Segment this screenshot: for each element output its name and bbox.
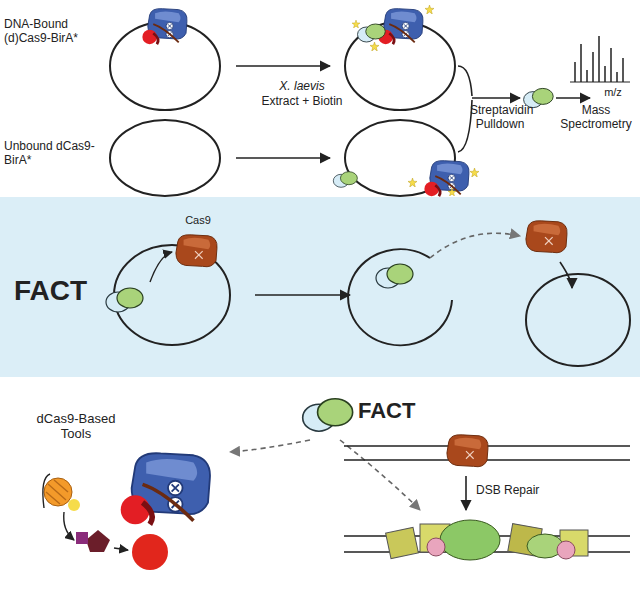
protein-label: FACT xyxy=(358,398,428,423)
protein-label: Cas9 xyxy=(178,214,218,227)
reagent-label: X. laevis xyxy=(262,80,342,94)
reagent-label: Extract + Biotin xyxy=(252,95,352,109)
sample-label: Unbound dCas9-BirA* xyxy=(4,140,104,168)
band-panel: FACT xyxy=(0,197,640,377)
step-label: Mass Spectrometry xyxy=(556,104,636,132)
panel-heading: FACT xyxy=(14,275,87,307)
step-label: DSB Repair xyxy=(476,484,566,498)
sample-label: DNA-Bound (d)Cas9-BirA* xyxy=(4,18,104,46)
axis-label: m/z xyxy=(596,86,630,99)
group-label: dCas9-Based Tools xyxy=(28,412,124,442)
step-label: Streptavidin Pulldown xyxy=(470,104,530,132)
